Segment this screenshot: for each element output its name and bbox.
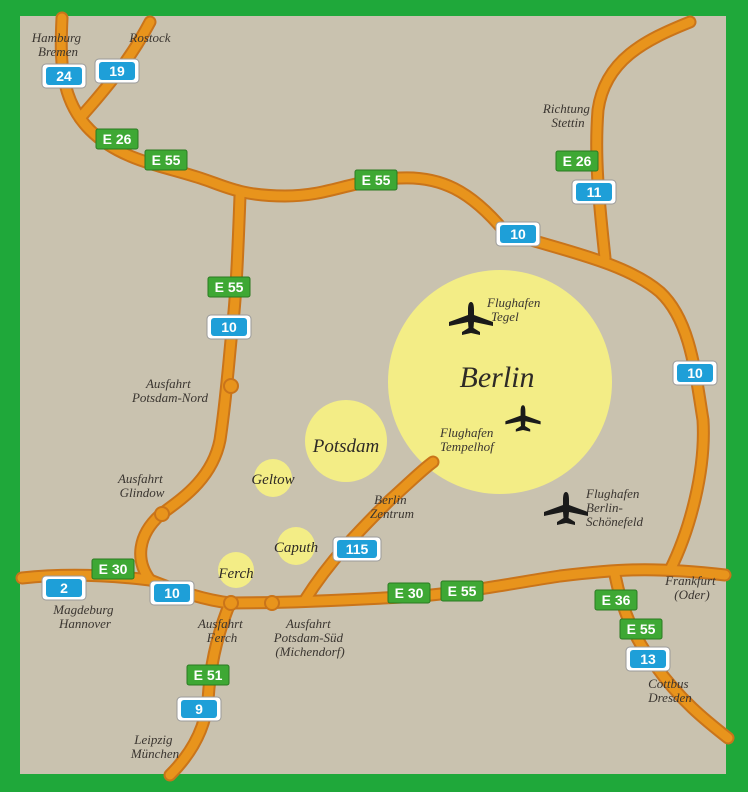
- exit-ferch-marker: [223, 595, 239, 611]
- place-rostock-label: Rostock: [128, 30, 170, 45]
- europe-sign-e55-nw: E 55: [144, 149, 188, 171]
- autobahn-sign-a10-north: 10: [495, 221, 541, 247]
- exit-potsdam-nord-marker: [223, 378, 239, 394]
- place-stettin-label: Richtung Stettin: [542, 101, 593, 130]
- svg-text:E 26: E 26: [563, 153, 592, 169]
- svg-text:11: 11: [587, 184, 602, 200]
- airport-tempelhof-label: Flughafen Tempelhof: [439, 425, 497, 454]
- autobahn-sign-a2: 2: [41, 575, 87, 601]
- svg-text:E 36: E 36: [602, 592, 631, 608]
- svg-text:9: 9: [195, 701, 203, 717]
- city-ferch-label: Ferch: [217, 566, 253, 582]
- europe-sign-e55-west: E 55: [207, 276, 251, 298]
- europe-sign-e26-ne: E 26: [555, 150, 599, 172]
- europe-sign-e26-nw: E 26: [95, 128, 139, 150]
- autobahn-sign-a11: 11: [571, 179, 617, 205]
- autobahn-sign-a10-east: 10: [672, 360, 718, 386]
- svg-text:E 55: E 55: [627, 621, 656, 637]
- exit-potsdam-nord-label: Ausfahrt Potsdam-Nord: [131, 376, 209, 405]
- svg-text:E 30: E 30: [99, 561, 128, 577]
- svg-text:E 30: E 30: [395, 585, 424, 601]
- airport-schoenefeld-line2: Berlin-: [586, 500, 623, 515]
- city-caputh-label: Caputh: [274, 540, 318, 556]
- city-potsdam-label: Potsdam: [312, 436, 380, 457]
- exit-glindow-label: Ausfahrt Glindow: [117, 471, 166, 500]
- berlin-area: [388, 270, 612, 494]
- autobahn-sign-a9: 9: [176, 696, 222, 722]
- europe-sign-e30-south: E 30: [387, 582, 431, 604]
- airport-tempelhof-line2: Tempelhof: [440, 439, 496, 454]
- europe-signs: E 26 E 55 E 55 E 26 E 55 E 30 E 30 E 55: [91, 128, 663, 686]
- city-geltow-label: Geltow: [251, 472, 294, 488]
- place-frankfurt-label: Frankfurt (Oder): [664, 573, 719, 602]
- europe-sign-e55-south: E 55: [440, 580, 484, 602]
- europe-sign-e51: E 51: [186, 664, 230, 686]
- exit-ferch-label: Ausfahrt Ferch: [197, 616, 246, 645]
- europe-sign-e30-west: E 30: [91, 558, 135, 580]
- airport-tegel-line2: Tegel: [491, 309, 519, 324]
- geltow-area: [254, 459, 292, 497]
- autobahn-signs: 24 19 11 10 10 10 2: [41, 58, 718, 722]
- svg-text:10: 10: [221, 319, 237, 335]
- airport-tempelhof-line1: Flughafen: [439, 425, 493, 440]
- europe-sign-e55-se: E 55: [619, 618, 663, 640]
- svg-text:19: 19: [109, 63, 125, 79]
- svg-text:10: 10: [510, 226, 526, 242]
- svg-text:E 55: E 55: [448, 583, 477, 599]
- autobahn-sign-a10-south: 10: [149, 580, 195, 606]
- europe-sign-e55-north: E 55: [354, 169, 398, 191]
- airport-schoenefeld-line3: Schönefeld: [586, 514, 644, 529]
- airport-tegel-line1: Flughafen: [486, 295, 540, 310]
- svg-text:10: 10: [687, 365, 703, 381]
- autobahn-sign-a10-west: 10: [206, 314, 252, 340]
- autobahn-sign-a115: 115: [332, 536, 382, 562]
- svg-text:10: 10: [164, 585, 180, 601]
- svg-text:E 26: E 26: [103, 131, 132, 147]
- exit-markers: [154, 378, 280, 611]
- place-cottbus-label: Cottbus Dresden: [647, 676, 692, 705]
- ferch-area: [218, 552, 254, 588]
- autobahn-sign-a24: 24: [41, 63, 87, 89]
- airport-schoenefeld-label: Flughafen Berlin- Schönefeld: [585, 486, 644, 529]
- europe-sign-e36: E 36: [594, 589, 638, 611]
- caputh-area: [277, 527, 315, 565]
- svg-text:24: 24: [56, 68, 72, 84]
- svg-text:13: 13: [640, 651, 656, 667]
- airport-tegel-label: Flughafen Tegel: [486, 295, 544, 324]
- exit-glindow-marker: [154, 506, 170, 522]
- place-berlin-zentrum-label: Berlin Zentrum: [370, 492, 414, 521]
- place-hamburg-label: Hamburg Bremen: [31, 30, 85, 59]
- autobahn-sign-a13: 13: [625, 646, 671, 672]
- city-berlin-label: Berlin: [460, 361, 535, 394]
- exit-potsdam-sued-marker: [264, 595, 280, 611]
- svg-text:E 51: E 51: [194, 667, 223, 683]
- svg-text:E 55: E 55: [215, 279, 244, 295]
- svg-text:E 55: E 55: [152, 152, 181, 168]
- exit-potsdam-sued-label: Ausfahrt Potsdam-Süd (Michendorf): [273, 616, 347, 659]
- svg-text:2: 2: [60, 580, 68, 596]
- svg-text:115: 115: [346, 541, 369, 557]
- potsdam-area: [305, 400, 387, 482]
- place-leipzig-label: Leipzig München: [130, 732, 179, 761]
- autobahn-sign-a19: 19: [94, 58, 140, 84]
- svg-text:E 55: E 55: [362, 172, 391, 188]
- airport-schoenefeld-line1: Flughafen: [585, 486, 639, 501]
- place-magdeburg-label: Magdeburg Hannover: [52, 602, 116, 631]
